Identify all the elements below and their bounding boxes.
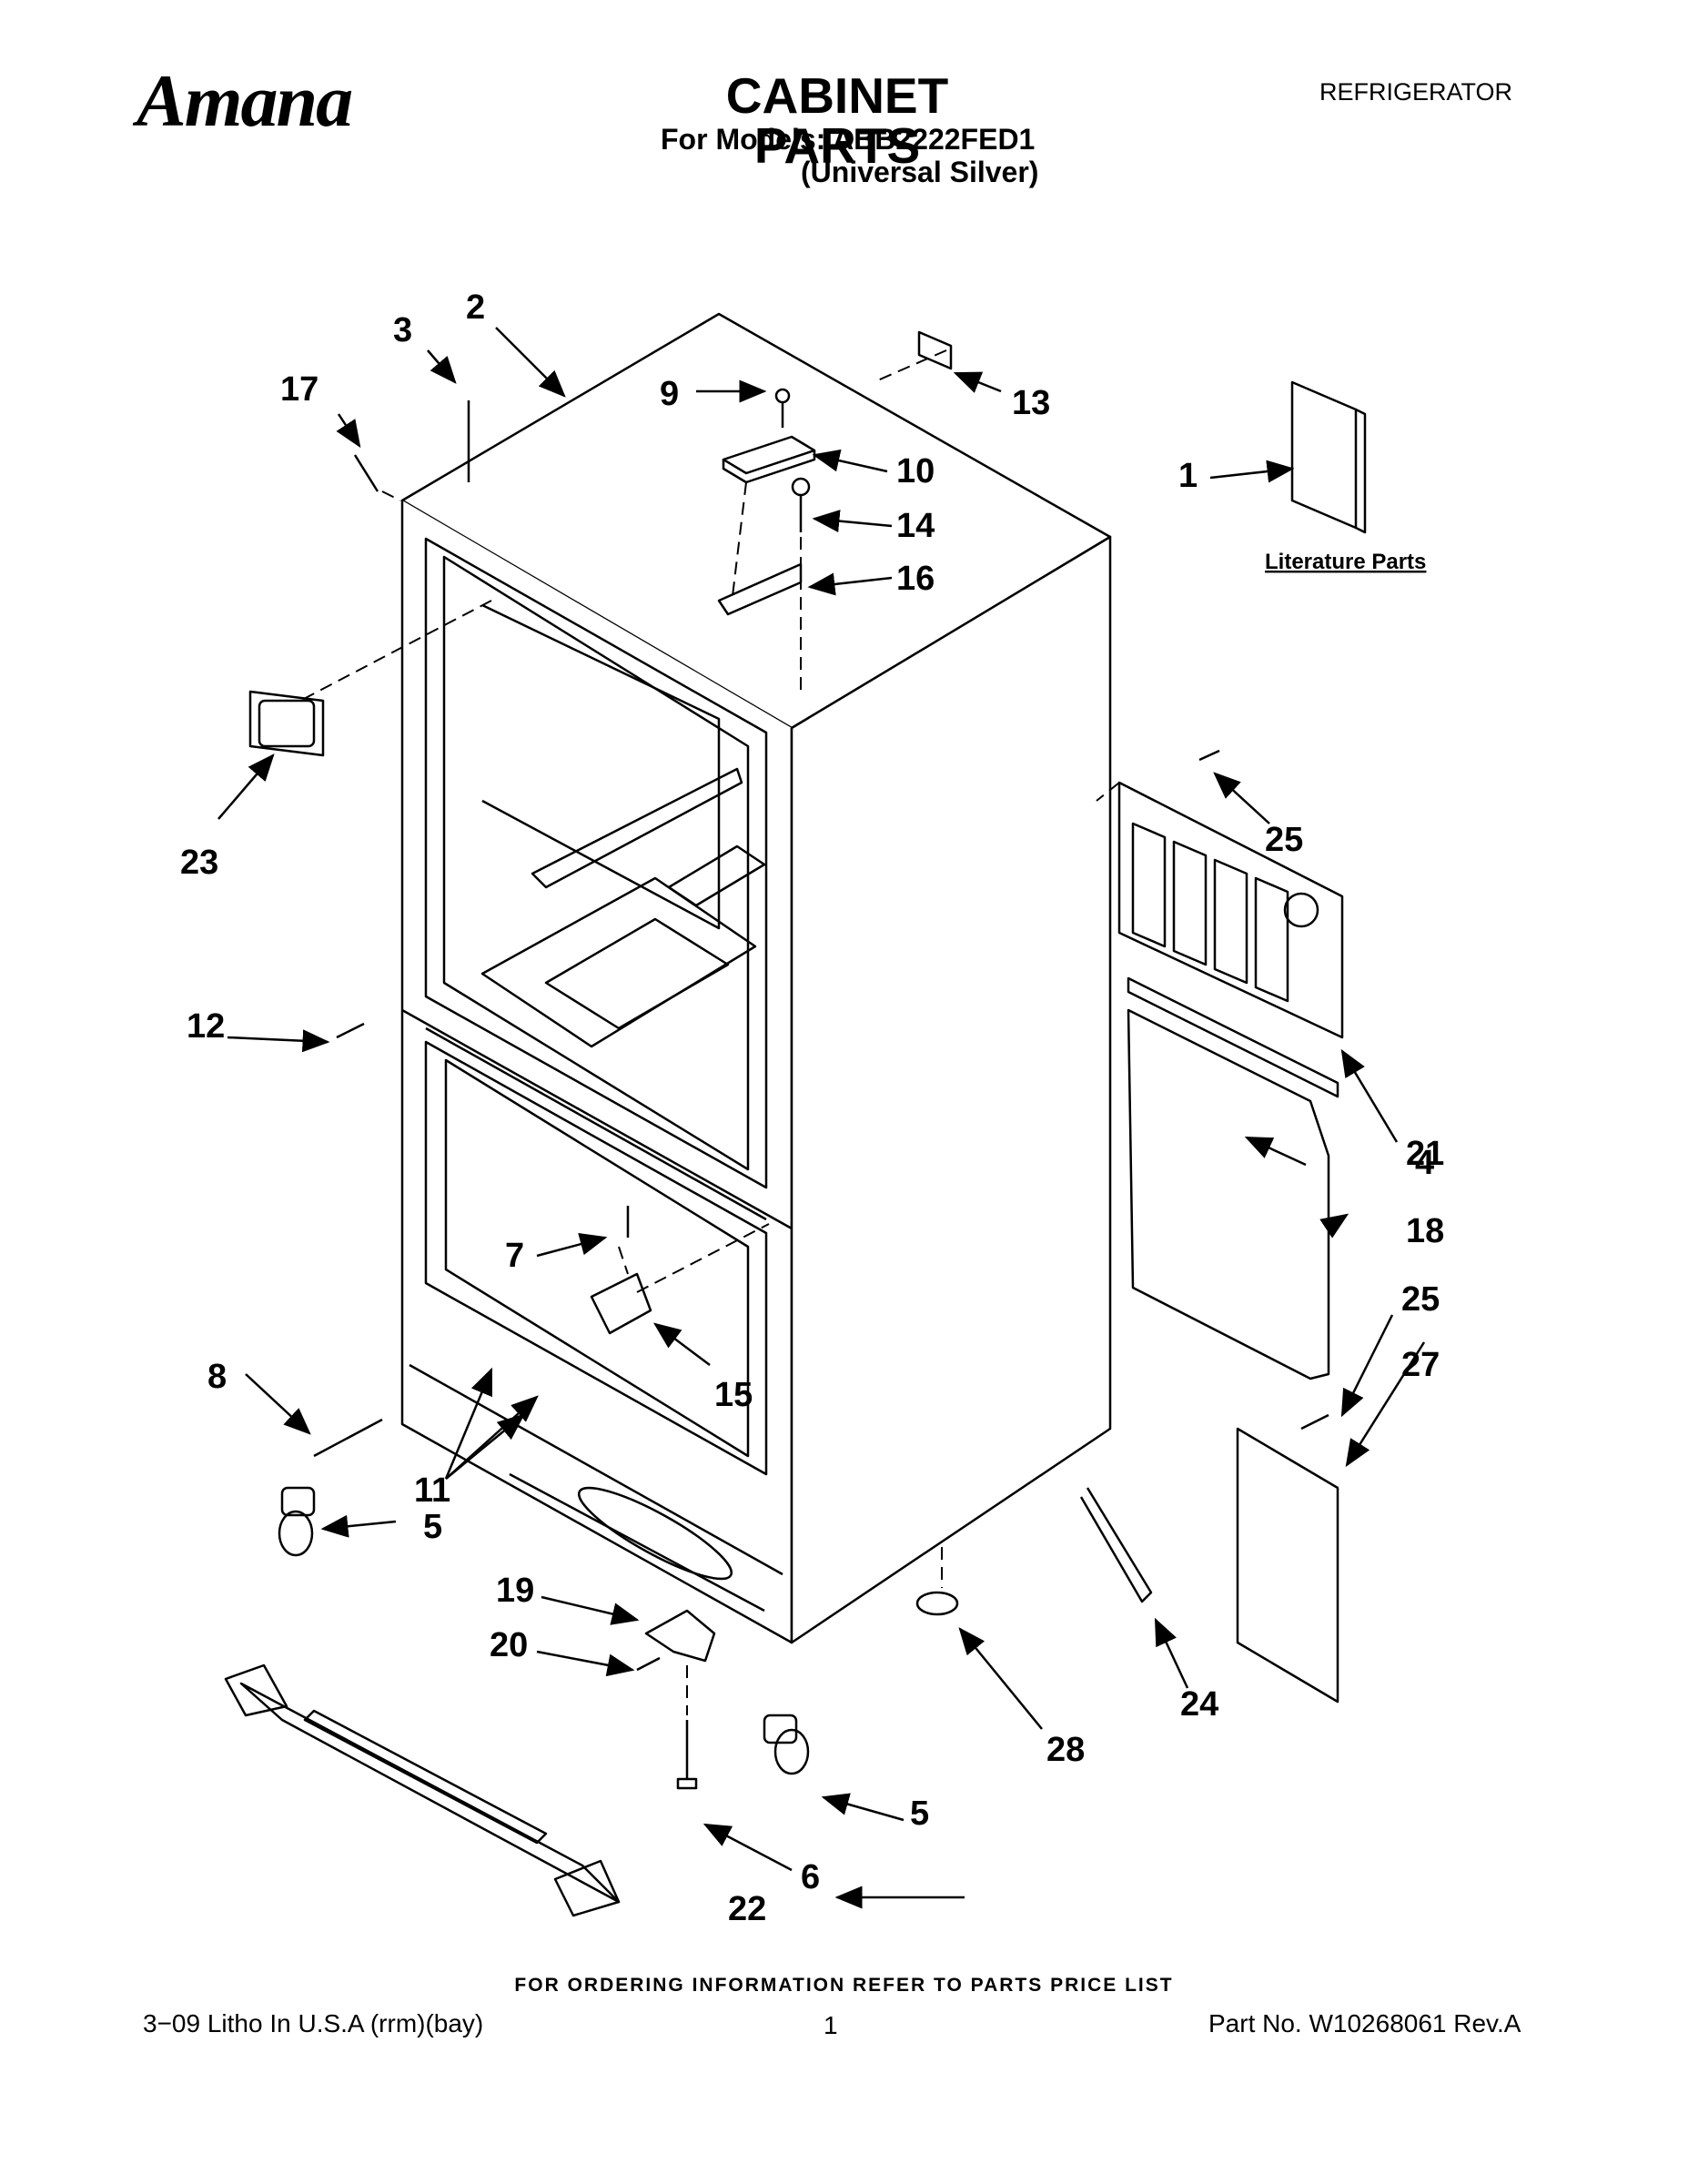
callout-6: 6 [801, 1858, 820, 1896]
tube-17 [353, 454, 379, 492]
leveling-leg [676, 1720, 698, 1790]
caster-front-left [278, 1486, 316, 1557]
callout-19: 19 [496, 1572, 534, 1610]
callout-24: 24 [1180, 1685, 1218, 1724]
callout-5-left: 5 [423, 1508, 442, 1546]
callout-25-bottom: 25 [1401, 1280, 1440, 1319]
toe-grille [224, 1663, 621, 1917]
models-line: For Models: ABB2222FED1 [661, 123, 1036, 156]
callout-12: 12 [187, 1007, 225, 1046]
foot-pad [915, 1591, 959, 1616]
ordering-note: FOR ORDERING INFORMATION REFER TO PARTS … [514, 1975, 1174, 1996]
callout-27: 27 [1401, 1346, 1440, 1384]
callout-11: 11 [414, 1471, 450, 1510]
screw-8 [313, 1418, 383, 1458]
rear-grille [1117, 781, 1344, 1039]
callout-14: 14 [896, 507, 935, 545]
callout-13: 13 [1012, 384, 1050, 422]
brand-logo: Amana [136, 59, 353, 142]
callout-22: 22 [728, 1890, 766, 1928]
callout-17: 17 [280, 370, 318, 409]
callout-8: 8 [207, 1358, 227, 1396]
front-bracket [644, 1609, 716, 1663]
callout-15: 15 [714, 1376, 753, 1414]
cabinet-body [400, 312, 1112, 1644]
caster-front-right [763, 1714, 810, 1775]
callout-9: 9 [660, 375, 679, 413]
callout-7: 7 [505, 1237, 524, 1275]
callout-20: 20 [490, 1626, 528, 1664]
category-label: REFRIGERATOR [1319, 78, 1513, 106]
callout-23: 23 [180, 844, 218, 882]
page-number: 1 [824, 2011, 838, 2039]
seal-strip [1127, 976, 1339, 1098]
callout-10: 10 [896, 452, 935, 490]
page-title: CABINET PARTS [725, 67, 949, 174]
callout-18: 18 [1406, 1212, 1444, 1250]
callout-25-top: 25 [1265, 821, 1303, 859]
part-number: Part No. W10268061 Rev.A [1208, 2009, 1521, 2037]
control-panel [248, 690, 325, 757]
screw-20 [636, 1656, 661, 1672]
label-13 [917, 330, 953, 370]
hinge-15 [590, 1272, 652, 1335]
callout-28: 28 [1046, 1731, 1085, 1769]
callout-4: 4 [1415, 1144, 1434, 1182]
callout-5-right: 5 [910, 1795, 929, 1833]
color-line: (Universal Silver) [801, 156, 1039, 188]
insulation-panel [1127, 1008, 1330, 1380]
callout-3: 3 [393, 311, 412, 349]
screw-25a [1198, 749, 1220, 762]
callout-2: 2 [466, 288, 485, 327]
screw-25b [1300, 1413, 1329, 1431]
screw-12 [336, 1022, 365, 1039]
power-cord [1079, 1487, 1153, 1603]
literature-booklet [1290, 380, 1367, 534]
literature-parts-label: Literature Parts [1265, 550, 1426, 574]
access-cover [1236, 1427, 1339, 1704]
litho-line: 3−09 Litho In U.S.A (rrm)(bay) [143, 2009, 484, 2037]
callout-1: 1 [1178, 457, 1198, 495]
callout-21: 21 [1406, 1135, 1444, 1173]
callout-16: 16 [896, 560, 935, 598]
